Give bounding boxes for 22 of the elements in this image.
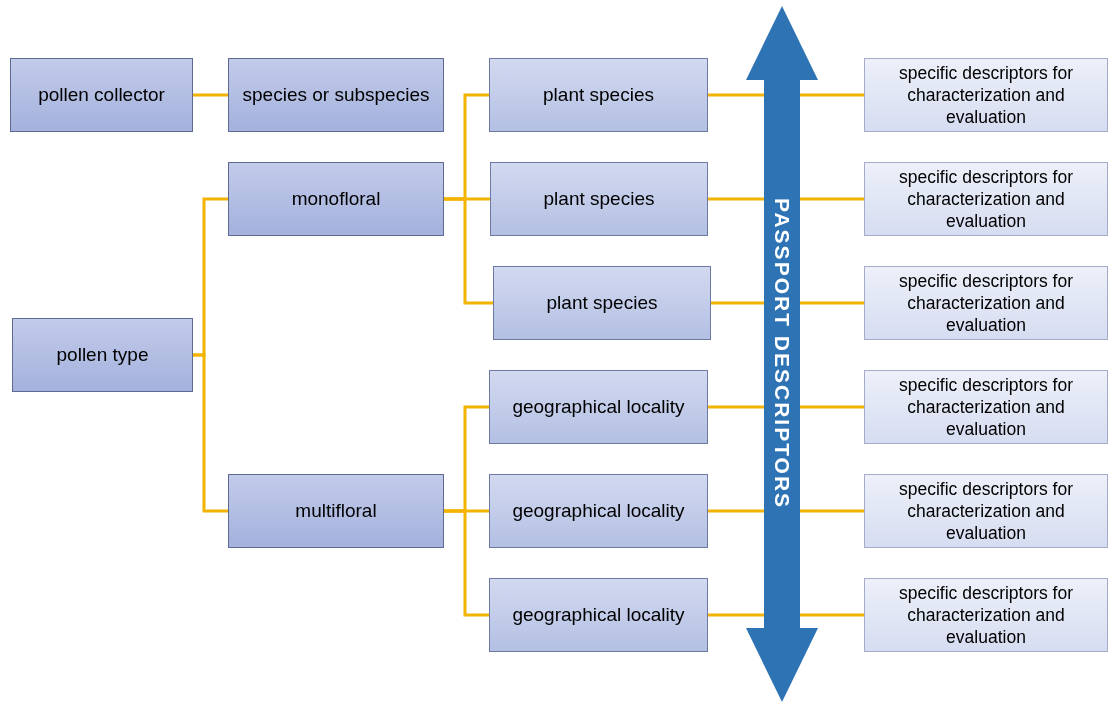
category-box: specific descriptors for characterization and evaluation — [864, 58, 1108, 132]
connector-line — [444, 197, 493, 305]
category-box: plant species — [489, 58, 708, 132]
category-box: specific descriptors for characterization and evaluation — [864, 578, 1108, 652]
category-box: plant species — [490, 162, 708, 236]
category-box: plant species — [493, 266, 711, 340]
category-box: geographical locality — [489, 474, 708, 548]
category-box: species or subspecies — [228, 58, 444, 132]
category-box: specific descriptors for characterization and evaluation — [864, 162, 1108, 236]
category-box: geographical locality — [489, 578, 708, 652]
connector-line — [444, 509, 489, 617]
connector-line — [193, 353, 228, 513]
arrow-label: PASSPORT DESCRIPTORS — [769, 198, 795, 510]
connector-line — [193, 93, 228, 97]
category-box: multifloral — [228, 474, 444, 548]
category-box: specific descriptors for characterization and evaluation — [864, 370, 1108, 444]
category-box: specific descriptors for characterization and evaluation — [864, 266, 1108, 340]
category-box: geographical locality — [489, 370, 708, 444]
category-box: monofloral — [228, 162, 444, 236]
category-box: specific descriptors for characterization and evaluation — [864, 474, 1108, 548]
category-box: pollen collector — [10, 58, 193, 132]
category-box: pollen type — [12, 318, 193, 392]
